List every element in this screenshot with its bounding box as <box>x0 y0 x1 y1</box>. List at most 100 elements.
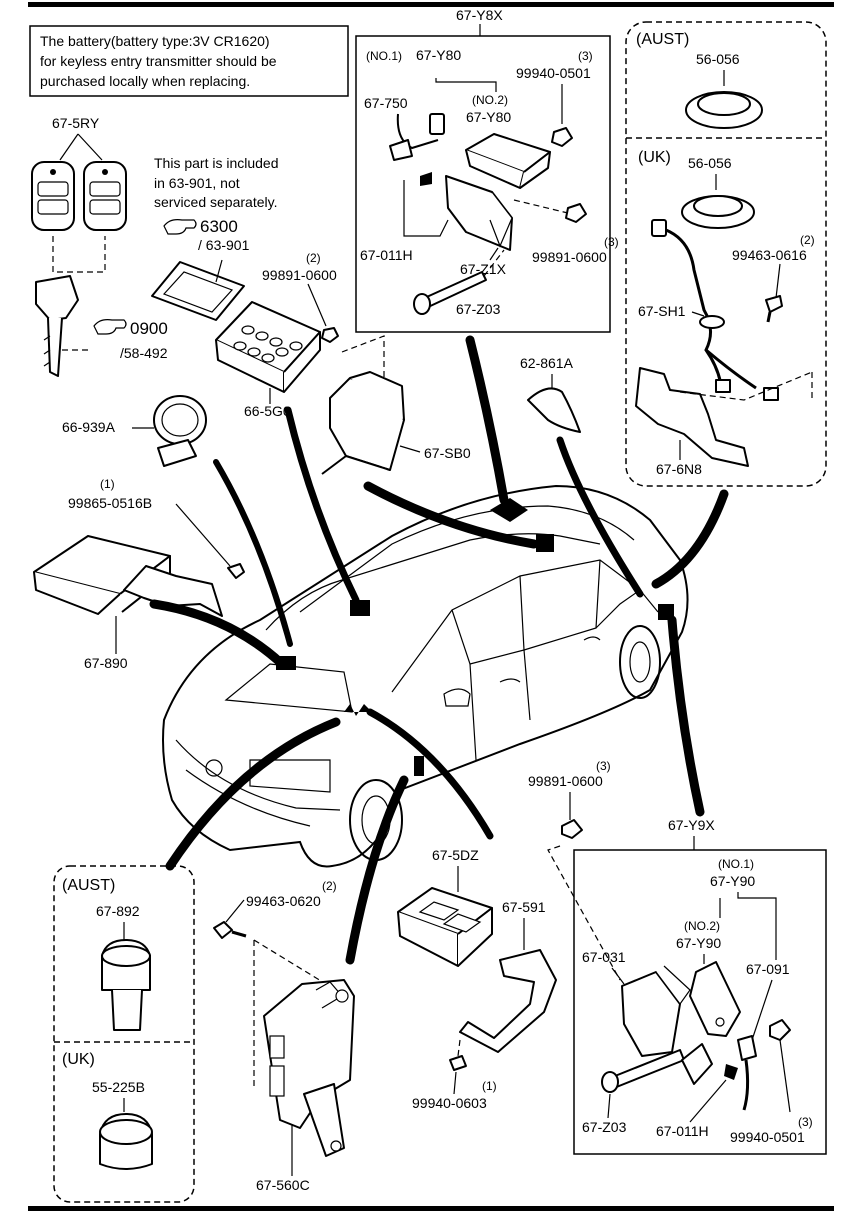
qty-99865: (1) <box>100 477 115 491</box>
kit-67-y8x[interactable]: 67-Y8X (NO.1) 67-Y80 (3) 99940-0501 67-7… <box>355 7 619 333</box>
dot-roof <box>536 534 554 552</box>
transmitter-group[interactable]: 67-5RY <box>31 115 127 377</box>
label-99865-0516b: 99865-0516B <box>68 495 152 511</box>
vehicle-body <box>162 484 689 868</box>
label-67-y90-no1: 67-Y90 <box>710 873 755 889</box>
cover-plate-part[interactable] <box>151 259 245 321</box>
siren-67-sb0-part[interactable]: 67-SB0 <box>321 335 471 475</box>
label-67-y80-no1: 67-Y80 <box>416 47 461 63</box>
label-56-056-aust: 56-056 <box>696 51 740 67</box>
bolt-67-z03-b-icon <box>601 1049 685 1093</box>
dot-door <box>414 756 424 776</box>
label-66-939a: 66-939A <box>62 419 116 435</box>
label-67-y8x: 67-Y8X <box>456 7 503 23</box>
label-67-z1x: 67-Z1X <box>460 261 507 277</box>
key-icon <box>35 275 79 377</box>
label-99891-0600-y8x: 99891-0600 <box>532 249 607 265</box>
dot-hood-2 <box>350 600 370 616</box>
module-66-5g0-part[interactable]: 66-5G0 <box>215 301 321 419</box>
label-99891-0600-top: 99891-0600 <box>262 267 337 283</box>
switch-67-892-part[interactable]: 67-892 <box>96 903 151 1031</box>
region-uk-bottom: (UK) <box>62 1051 95 1068</box>
ref-6300-text: 6300 <box>200 217 238 236</box>
antenna-67-091-icon <box>737 1035 757 1111</box>
module-67-5dz-part[interactable]: 67-5DZ <box>397 847 493 967</box>
grommet-56-056-aust-part[interactable]: 56-056 <box>685 51 763 129</box>
label-67-5ry: 67-5RY <box>52 115 100 131</box>
dot-y8x <box>490 498 528 522</box>
bracket-67-560c-part[interactable]: 67-560C <box>256 979 355 1193</box>
label-67-z03-b: 67-Z03 <box>582 1119 627 1135</box>
bolt-99891-0600-top[interactable]: (2) 99891-0600 <box>262 251 339 343</box>
region-uk-top: (UK) <box>638 149 671 166</box>
bracket-67-591-part[interactable]: 67-591 (1) 99940-0603 <box>412 899 557 1111</box>
qty-99891-top: (2) <box>306 251 321 265</box>
label-67-011h: 67-011H <box>360 247 413 263</box>
transmitter-right-icon <box>83 161 127 231</box>
note-line-2: for keyless entry transmitter should be <box>40 53 277 69</box>
label-67-sb0: 67-SB0 <box>424 445 471 461</box>
label-no2-y9x: (NO.2) <box>684 919 720 933</box>
qty-99940-0603: (1) <box>482 1079 497 1093</box>
label-99940-0603: 99940-0603 <box>412 1095 487 1111</box>
label-no1-y8x: (NO.1) <box>366 49 402 63</box>
ref-0900[interactable]: 0900 /58-492 <box>93 319 168 361</box>
harness-67-sh1-part[interactable]: 67-SH1 <box>638 219 779 401</box>
pointing-hand-icon-2 <box>93 319 127 335</box>
bolt-67-z03-icon <box>413 271 487 315</box>
included-line-3: serviced separately. <box>154 194 277 210</box>
label-99463-0620: 99463-0620 <box>246 893 321 909</box>
label-67-560c: 67-560C <box>256 1177 310 1193</box>
label-99463-0616: 99463-0616 <box>732 247 807 263</box>
nut-99940-0501-b-icon <box>769 1019 791 1041</box>
label-67-011h-b: 67-011H <box>656 1123 709 1139</box>
label-67-z03: 67-Z03 <box>456 301 501 317</box>
ref-0900-text: 0900 <box>130 319 168 338</box>
qty-99463-0616: (2) <box>800 233 815 247</box>
label-67-y90-no2: 67-Y90 <box>676 935 721 951</box>
kit-67-y9x[interactable]: 67-Y9X (NO.1) 67-Y90 (NO.2) 67-Y90 67-03… <box>573 817 827 1155</box>
included-line-2: in 63-901, not <box>154 175 240 191</box>
bracket-67-031-icon <box>621 965 691 1057</box>
leader-lines <box>149 335 729 965</box>
region-box-left: (AUST) (UK) <box>53 865 195 1203</box>
label-67-892: 67-892 <box>96 903 140 919</box>
region-box-right: (AUST) (UK) <box>625 21 827 487</box>
ref-58-492-text: /58-492 <box>120 345 168 361</box>
label-67-890: 67-890 <box>84 655 128 671</box>
antenna-67-750-icon <box>389 113 445 161</box>
label-no2-y8x: (NO.2) <box>472 93 508 107</box>
ref-63-901-text: / 63-901 <box>198 237 250 253</box>
bracket-67-z1x-icon <box>420 172 513 251</box>
label-56-056-uk: 56-056 <box>688 155 732 171</box>
qty-99940-0501: (3) <box>578 49 593 63</box>
screw-99463-0616[interactable]: (2) 99463-0616 <box>732 233 815 323</box>
label-67-6n8: 67-6N8 <box>656 461 702 477</box>
note-line-1: The battery(battery type:3V CR1620) <box>40 33 270 49</box>
label-67-5dz: 67-5DZ <box>432 847 479 863</box>
grommet-56-056-uk-part[interactable]: 56-056 <box>681 155 755 229</box>
top-rule <box>28 2 834 7</box>
region-aust-top: (AUST) <box>636 31 689 48</box>
ref-6300[interactable]: 6300 / 63-901 <box>163 217 250 253</box>
label-99940-0501: 99940-0501 <box>516 65 591 81</box>
label-67-750: 67-750 <box>364 95 408 111</box>
label-62-861a: 62-861A <box>520 355 574 371</box>
nut-99891-y8x-icon <box>565 203 587 223</box>
qty-99891-y8x: (3) <box>604 235 619 249</box>
nut-99891-0600-bottom[interactable]: (3) 99891-0600 <box>528 759 621 981</box>
label-67-sh1: 67-SH1 <box>638 303 686 319</box>
cap-55-225b-part[interactable]: 55-225B <box>92 1079 153 1170</box>
qty-99891-bottom: (3) <box>596 759 611 773</box>
module-67-y80-icon <box>465 133 551 189</box>
qty-99463-0620: (2) <box>322 879 337 893</box>
bottom-rule <box>28 1206 834 1211</box>
module-67-890-part[interactable]: (1) 99865-0516B 67-890 <box>33 477 245 671</box>
note-line-3: purchased locally when replacing. <box>40 73 250 89</box>
bracket-67-6n8-part[interactable]: 67-6N8 <box>635 367 813 477</box>
cover-62-861a-part[interactable]: 62-861A <box>520 355 581 433</box>
coil-66-939a-part[interactable]: 66-939A <box>62 395 207 467</box>
label-99940-0501-b: 99940-0501 <box>730 1129 805 1145</box>
label-67-y9x: 67-Y9X <box>668 817 715 833</box>
